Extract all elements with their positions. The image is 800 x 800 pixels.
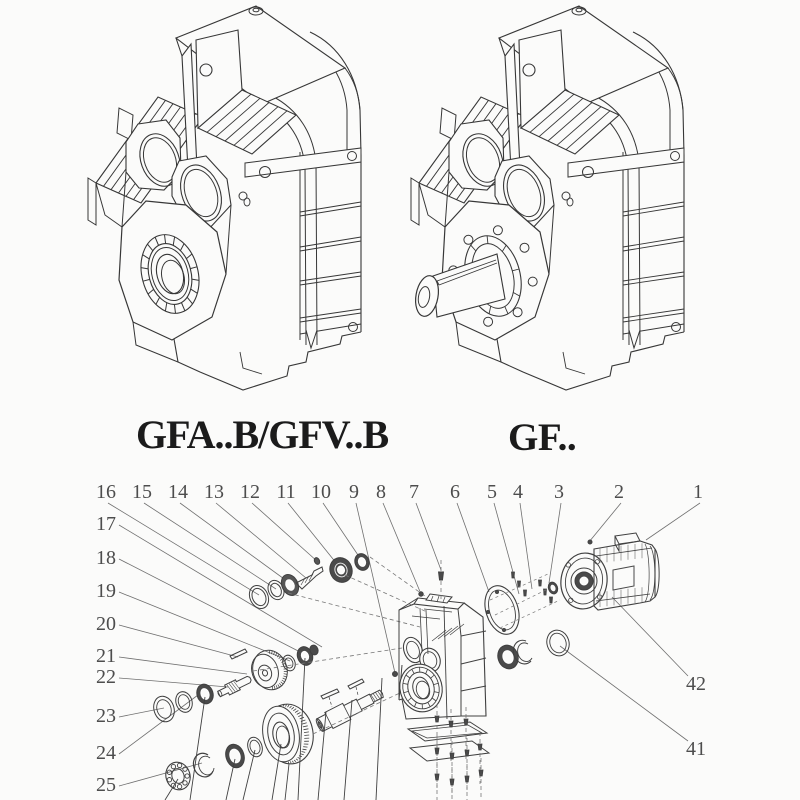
svg-text:25: 25 — [96, 774, 116, 796]
svg-text:42: 42 — [686, 673, 706, 695]
svg-text:41: 41 — [686, 738, 706, 760]
svg-text:21: 21 — [96, 645, 116, 667]
svg-text:18: 18 — [96, 547, 116, 569]
svg-text:22: 22 — [96, 666, 116, 688]
svg-text:23: 23 — [96, 705, 116, 727]
svg-text:9: 9 — [349, 481, 359, 503]
svg-text:13: 13 — [204, 481, 224, 503]
svg-text:24: 24 — [96, 742, 116, 764]
svg-text:15: 15 — [132, 481, 152, 503]
svg-text:1: 1 — [693, 481, 703, 503]
svg-text:6: 6 — [450, 481, 460, 503]
svg-text:GFA..B/GFV..B: GFA..B/GFV..B — [136, 412, 389, 457]
svg-text:11: 11 — [276, 481, 295, 503]
svg-text:2: 2 — [614, 481, 624, 503]
svg-text:GF..: GF.. — [508, 416, 576, 459]
svg-text:8: 8 — [376, 481, 386, 503]
svg-text:12: 12 — [240, 481, 260, 503]
svg-text:10: 10 — [311, 481, 331, 503]
svg-text:19: 19 — [96, 580, 116, 602]
svg-text:7: 7 — [409, 481, 419, 503]
svg-text:17: 17 — [96, 513, 116, 535]
svg-text:5: 5 — [487, 481, 497, 503]
svg-text:16: 16 — [96, 481, 116, 503]
svg-text:14: 14 — [168, 481, 188, 503]
svg-text:20: 20 — [96, 613, 116, 635]
svg-text:4: 4 — [513, 481, 523, 503]
svg-text:3: 3 — [554, 481, 564, 503]
